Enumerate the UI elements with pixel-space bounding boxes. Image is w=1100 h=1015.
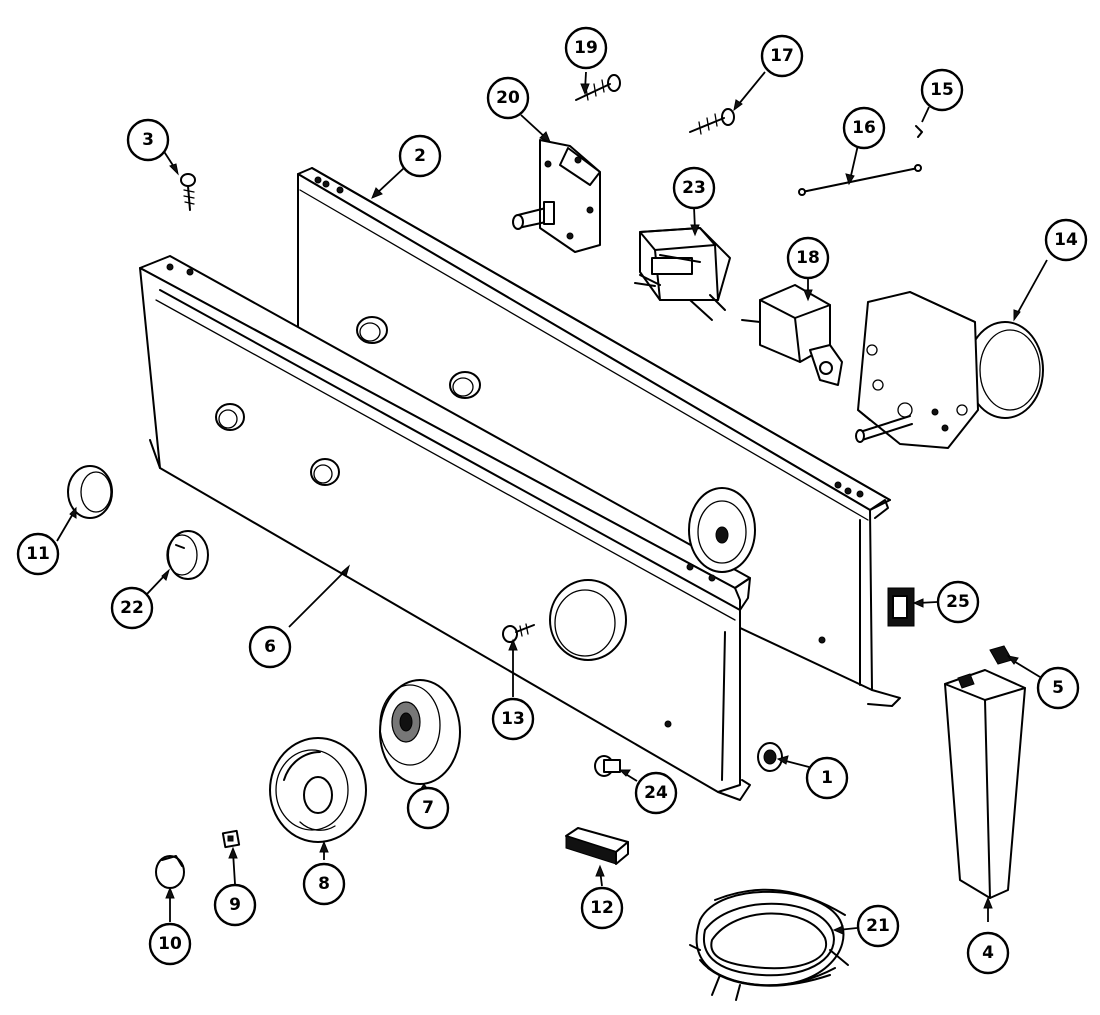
callout-21[interactable]: 21 [856,904,900,948]
part-25-switch [887,587,915,627]
part-8-dial [269,737,367,843]
svg-text:7: 7 [422,798,434,818]
callout-19[interactable]: 19 [564,26,608,70]
callout-7[interactable]: 7 [406,786,450,830]
svg-text:11: 11 [26,544,50,564]
callout-9[interactable]: 9 [213,883,257,927]
part-7-dial [379,679,461,785]
callout-23[interactable]: 23 [672,166,716,210]
part-15-clip [915,125,923,138]
part-18-relay [741,284,843,386]
svg-text:16: 16 [852,118,876,138]
callout-17[interactable]: 17 [760,34,804,78]
part-24-button [594,755,621,777]
svg-text:17: 17 [770,46,794,66]
callout-25[interactable]: 25 [936,580,980,624]
leader-lines [56,71,1048,935]
callout-5[interactable]: 5 [1036,666,1080,710]
svg-text:20: 20 [496,88,520,108]
part-19-screw [575,74,621,101]
svg-text:12: 12 [590,898,614,918]
part-11-knob [67,465,113,519]
svg-text:5: 5 [1052,678,1064,698]
callout-12[interactable]: 12 [580,886,624,930]
svg-text:22: 22 [120,598,144,618]
part-4-trim [944,669,1026,899]
part-5-clip [989,645,1013,665]
callout-20[interactable]: 20 [486,76,530,120]
svg-text:1: 1 [821,768,833,788]
callout-22[interactable]: 22 [110,586,154,630]
part-3-screw [180,173,196,211]
part-6-control-panel [139,255,751,801]
part-1-nut [757,742,783,772]
part-13-screw [502,623,535,643]
svg-text:21: 21 [866,916,890,936]
part-14-timer-motor [855,291,1044,449]
part-23-switch [634,227,731,321]
svg-text:4: 4 [982,943,994,963]
svg-text:6: 6 [264,637,276,657]
pulley-wheel [688,487,756,573]
part-16-rod [798,164,922,196]
callout-1[interactable]: 1 [805,756,849,800]
part-20-bracket [512,139,601,253]
callout-14[interactable]: 14 [1044,218,1088,262]
part-9-clip [221,829,241,849]
svg-text:15: 15 [930,80,954,100]
callout-10[interactable]: 10 [148,922,192,966]
part-22-knob [166,530,209,580]
callout-18[interactable]: 18 [786,236,830,280]
part-12-block [565,827,629,865]
svg-text:9: 9 [229,895,241,915]
svg-text:24: 24 [644,783,668,803]
svg-text:18: 18 [796,248,820,268]
svg-text:10: 10 [158,934,182,954]
svg-text:2: 2 [414,146,426,166]
svg-text:13: 13 [501,709,525,729]
svg-text:25: 25 [946,592,970,612]
svg-text:8: 8 [318,874,330,894]
callout-6[interactable]: 6 [248,625,292,669]
part-21-wire-harness [689,888,849,1001]
svg-text:3: 3 [142,130,154,150]
callout-13[interactable]: 13 [491,697,535,741]
svg-text:19: 19 [574,38,598,58]
callout-3[interactable]: 3 [126,118,170,162]
callout-15[interactable]: 15 [920,68,964,112]
part-17-screw [689,108,735,135]
callout-24[interactable]: 24 [634,771,678,815]
callout-4[interactable]: 4 [966,931,1010,975]
part-10-button [155,855,185,889]
callout-16[interactable]: 16 [842,106,886,150]
callout-8[interactable]: 8 [302,862,346,906]
svg-text:23: 23 [682,178,706,198]
svg-text:14: 14 [1054,230,1078,250]
callout-11[interactable]: 11 [16,532,60,576]
callout-2[interactable]: 2 [398,134,442,178]
